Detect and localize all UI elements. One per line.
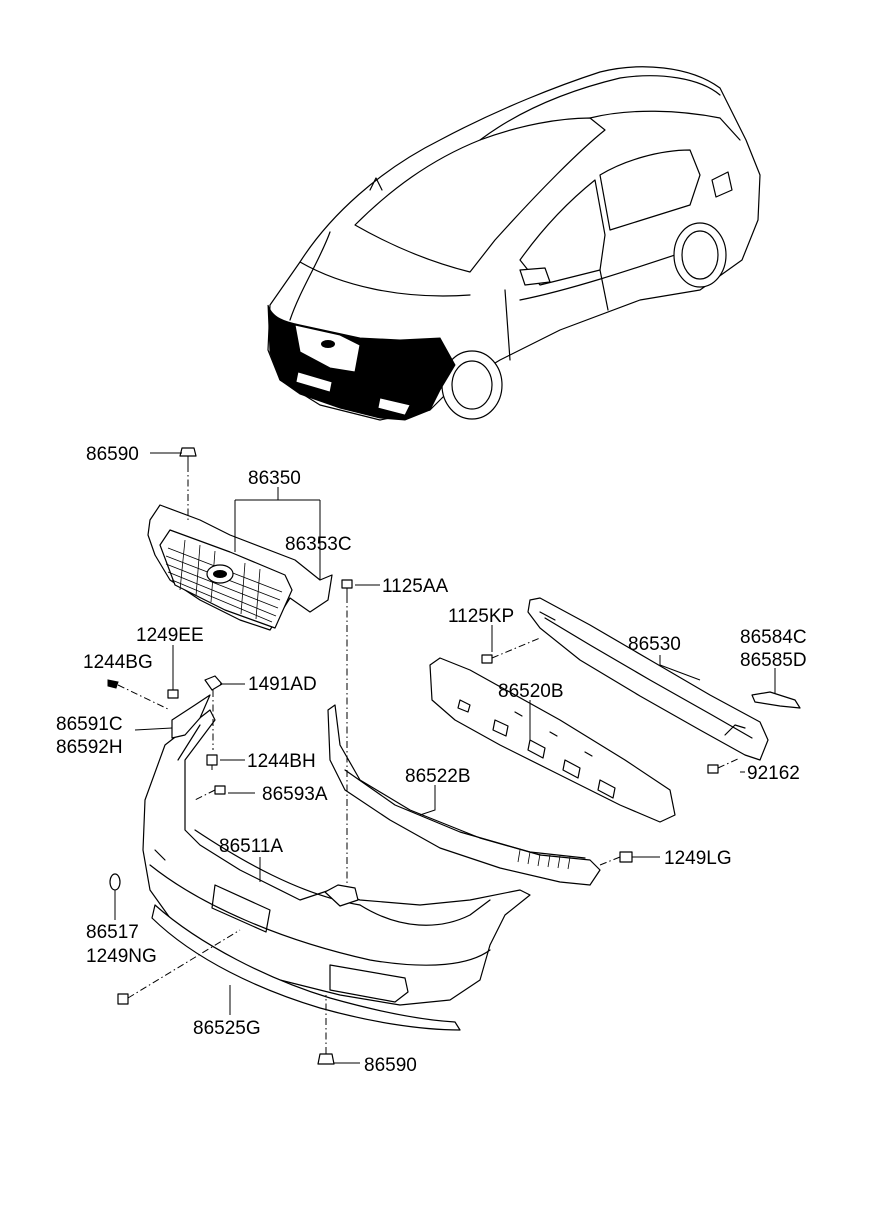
label-86525G: 86525G <box>193 1018 261 1039</box>
label-86353C: 86353C <box>285 534 352 555</box>
lower-support-part <box>327 704 601 886</box>
part-labels: 86590 86350 86353C 1125AA 1125KP 86530 8… <box>56 444 807 1076</box>
radiator-grille-part <box>147 504 333 631</box>
label-86590-bottom: 86590 <box>364 1055 417 1076</box>
label-86511A: 86511A <box>219 836 283 857</box>
side-bracket-part <box>171 694 211 739</box>
clip-86590-top <box>179 447 197 520</box>
label-86591C: 86591C <box>56 714 123 735</box>
label-1125KP: 1125KP <box>448 606 514 627</box>
fasteners <box>107 579 741 1065</box>
label-1244BG: 1244BG <box>83 652 153 673</box>
label-1244BH: 1244BH <box>247 751 316 772</box>
label-86592H: 86592H <box>56 737 123 758</box>
label-1491AD: 1491AD <box>248 674 317 695</box>
bumper-beam-part <box>527 597 769 761</box>
energy-absorber-part <box>429 657 676 823</box>
car-illustration <box>267 66 761 421</box>
label-86593A: 86593A <box>262 784 328 805</box>
label-86584C: 86584C <box>740 627 807 648</box>
label-86522B: 86522B <box>405 766 471 787</box>
label-92162: 92162 <box>747 763 800 784</box>
label-86517: 86517 <box>86 922 139 943</box>
beam-bracket-part <box>751 691 801 709</box>
lower-spoiler-part <box>151 904 461 1031</box>
label-86520B: 86520B <box>498 681 564 702</box>
label-86530: 86530 <box>628 634 681 655</box>
clip-1491AD <box>204 675 223 750</box>
label-1249EE: 1249EE <box>136 625 204 646</box>
label-86590-top: 86590 <box>86 444 139 465</box>
leader-lines <box>114 452 776 1064</box>
label-86350: 86350 <box>248 468 301 489</box>
label-1249NG: 1249NG <box>86 946 157 967</box>
label-86585D: 86585D <box>740 650 807 671</box>
label-1249LG: 1249LG <box>664 848 732 869</box>
label-1125AA: 1125AA <box>382 576 449 597</box>
